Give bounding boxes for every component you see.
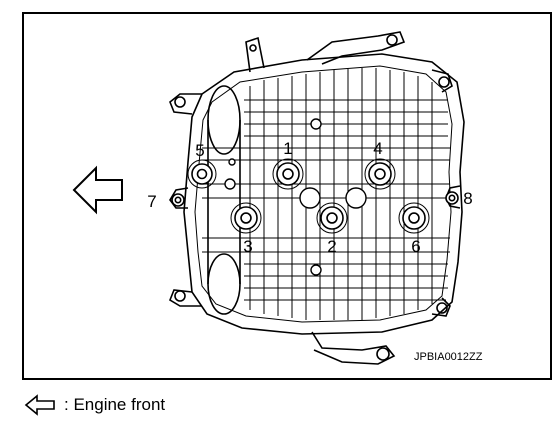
- bolt-6: [398, 202, 430, 234]
- diagram-frame: 1 2 3 4 5 6 7 8 JPBIA0012ZZ: [22, 12, 552, 380]
- manifold-inner-rim: [194, 65, 453, 323]
- small-boss-left: [224, 178, 236, 190]
- manifold-outline: [183, 53, 465, 335]
- bolt-8: [445, 191, 459, 205]
- bolt-7-boss: [169, 187, 189, 209]
- figure-code: JPBIA0012ZZ: [414, 351, 483, 363]
- bolt-1: [272, 158, 304, 190]
- left-runner-upper: [207, 85, 241, 155]
- center-opening-left: [299, 187, 321, 209]
- mounting-hole-top-right: [438, 76, 450, 88]
- top-pipe-fitting: [386, 34, 398, 46]
- bolt-label-4: 4: [373, 139, 382, 158]
- bottom-pipe: [311, 331, 396, 365]
- front-direction-arrow: [72, 165, 123, 215]
- mounting-ear-top-right: [431, 69, 453, 93]
- bolt-7: [171, 193, 185, 207]
- legend: : Engine front: [24, 393, 165, 417]
- top-pipe: [306, 31, 406, 65]
- center-opening-right: [345, 187, 367, 209]
- bolt-5: [187, 159, 217, 189]
- left-runner-lower: [207, 253, 241, 315]
- mounting-hole-top-left: [174, 96, 186, 108]
- rib-grid: [202, 68, 450, 320]
- small-boss-mid-left: [228, 158, 236, 166]
- bolt-label-7: 7: [147, 192, 156, 211]
- bolt-label-8: 8: [463, 189, 472, 208]
- bolt-label-1: 1: [283, 139, 292, 158]
- small-boss-bottom: [310, 264, 322, 276]
- bolt-label-6: 6: [411, 237, 420, 256]
- mounting-hole-bottom-left: [174, 290, 186, 302]
- bolt-3: [230, 202, 262, 234]
- hollow-left-arrow-icon: [24, 394, 55, 416]
- bolt-label-3: 3: [243, 237, 252, 256]
- mounting-ear-top-left: [169, 93, 202, 115]
- top-bracket: [245, 36, 265, 73]
- mounting-hole-bottom-right: [436, 302, 448, 314]
- legend-text: : Engine front: [64, 395, 166, 414]
- left-runner-wall: [207, 120, 241, 284]
- top-bracket-hole: [249, 44, 257, 52]
- small-boss-top: [310, 118, 322, 130]
- intake-manifold-diagram: 1 2 3 4 5 6 7 8 JPBIA0012ZZ: [72, 31, 483, 365]
- bolt-label-5: 5: [195, 141, 204, 160]
- bolt-4: [364, 158, 396, 190]
- bolt-label-2: 2: [327, 237, 336, 256]
- bolt-2: [316, 202, 348, 234]
- mounting-ear-bottom-right: [431, 297, 451, 317]
- bottom-pipe-fitting: [376, 347, 390, 361]
